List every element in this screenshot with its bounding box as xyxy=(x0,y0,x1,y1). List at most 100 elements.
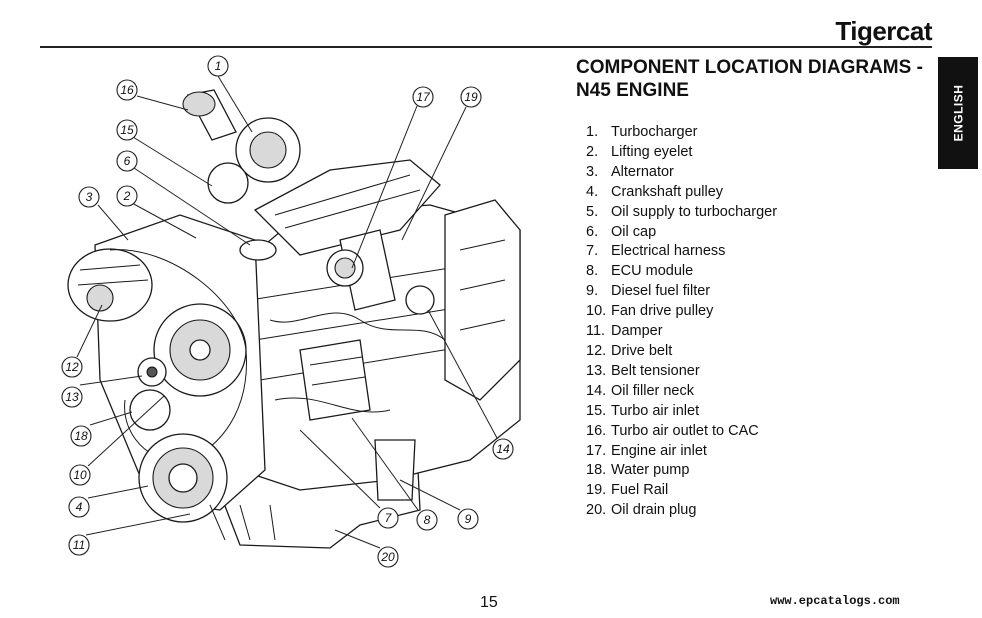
callout-15-number: 15 xyxy=(120,123,134,137)
component-list-item: 18.Water pump xyxy=(586,461,777,481)
callout-14: 14 xyxy=(492,438,514,460)
engine-illustration xyxy=(67,89,521,549)
component-list-item: 16.Turbo air outlet to CAC xyxy=(586,422,777,442)
component-label: Oil filler neck xyxy=(611,382,694,399)
component-label: Fuel Rail xyxy=(611,482,669,499)
callout-7: 7 xyxy=(377,507,399,529)
component-label: Electrical harness xyxy=(611,243,726,260)
callout-11: 11 xyxy=(68,534,90,556)
component-number: 16. xyxy=(586,422,607,439)
component-list-item: 13.Belt tensioner xyxy=(586,362,777,382)
callout-6-number: 6 xyxy=(124,154,131,168)
callout-6: 6 xyxy=(116,150,138,172)
website-link[interactable]: www.epcatalogs.com xyxy=(770,594,900,608)
engine-diagram: 1 16 15 6 2 3 17 19 12 13 18 10 4 11 14 … xyxy=(61,55,521,568)
component-number: 5. xyxy=(586,203,599,220)
component-list-item: 12.Drive belt xyxy=(586,342,777,362)
callout-2-number: 2 xyxy=(123,189,131,203)
callout-8-number: 8 xyxy=(424,513,431,527)
callout-18: 18 xyxy=(70,425,92,447)
callout-18-number: 18 xyxy=(74,429,88,443)
language-tab-label: ENGLISH xyxy=(951,84,965,142)
component-list-item: 9. Diesel fuel filter xyxy=(586,282,777,302)
component-list-item: 11. Damper xyxy=(586,322,777,342)
callout-17: 17 xyxy=(412,86,434,108)
component-list: 1. Turbocharger 2. Lifting eyelet 3. Alternat… xyxy=(586,123,777,521)
callout-4-number: 4 xyxy=(76,500,83,514)
callout-3: 3 xyxy=(78,186,100,208)
component-label: Diesel fuel filter xyxy=(611,283,711,300)
title-line-2: N45 ENGINE xyxy=(576,80,689,101)
component-label: ECU module xyxy=(611,263,694,280)
component-number: 18. xyxy=(586,462,607,479)
component-label: Oil supply to turbocharger xyxy=(611,203,778,220)
component-label: Oil cap xyxy=(611,223,657,240)
callout-12-number: 12 xyxy=(65,360,79,374)
component-list-item: 17.Engine air inlet xyxy=(586,442,777,462)
callout-10-number: 10 xyxy=(73,468,87,482)
callout-1: 1 xyxy=(207,55,229,77)
component-label: Oil drain plug xyxy=(611,502,697,519)
component-label: Drive belt xyxy=(611,342,673,359)
component-number: 14. xyxy=(586,382,607,399)
callout-9-number: 9 xyxy=(465,512,472,526)
callout-16-number: 16 xyxy=(120,83,134,97)
component-label: Engine air inlet xyxy=(611,442,707,459)
component-number: 12. xyxy=(586,342,607,359)
component-list-item: 10.Fan drive pulley xyxy=(586,302,777,322)
callout-8: 8 xyxy=(416,509,438,531)
component-label: Fan drive pulley xyxy=(611,303,714,320)
component-label: Lifting eyelet xyxy=(611,143,693,160)
callout-20-number: 20 xyxy=(380,550,395,564)
callout-11-number: 11 xyxy=(73,538,85,552)
component-number: 20. xyxy=(586,502,607,519)
title-line-1: COMPONENT LOCATION DIAGRAMS - xyxy=(576,57,923,78)
component-number: 1. xyxy=(586,124,599,140)
component-label: Alternator xyxy=(611,163,674,180)
component-label: Turbocharger xyxy=(611,124,698,140)
component-number: 4. xyxy=(586,183,599,200)
component-number: 7. xyxy=(586,243,599,260)
leader-lines xyxy=(76,75,498,549)
callout-13: 13 xyxy=(61,386,83,408)
brand-logo: Tigercat xyxy=(835,16,932,46)
component-list-item: 7. Electrical harness xyxy=(586,242,777,262)
callout-17-number: 17 xyxy=(416,90,431,104)
component-number: 3. xyxy=(586,163,599,180)
callout-markers: 1 16 15 6 2 3 17 19 12 13 18 10 4 11 14 … xyxy=(61,55,514,568)
callout-1-number: 1 xyxy=(215,59,222,73)
component-number: 8. xyxy=(586,263,599,280)
callout-4: 4 xyxy=(68,496,90,518)
component-list-item: 3. Alternator xyxy=(586,163,777,183)
callout-3-number: 3 xyxy=(86,190,93,204)
component-list-item: 5. Oil supply to turbocharger xyxy=(586,203,777,223)
callout-20: 20 xyxy=(377,546,399,568)
component-number: 11. xyxy=(586,323,606,340)
component-number: 6. xyxy=(586,223,599,240)
component-list-item: 19.Fuel Rail xyxy=(586,481,777,501)
callout-14-number: 14 xyxy=(496,442,510,456)
component-number: 9. xyxy=(586,283,599,300)
component-label: Crankshaft pulley xyxy=(611,183,724,200)
component-label: Turbo air inlet xyxy=(611,402,700,419)
callout-9: 9 xyxy=(457,508,479,530)
callout-7-number: 7 xyxy=(385,511,393,525)
component-list-item: 8. ECU module xyxy=(586,262,777,282)
component-label: Damper xyxy=(611,323,663,340)
callout-12: 12 xyxy=(61,356,83,378)
component-list-item: 20.Oil drain plug xyxy=(586,501,777,521)
component-label: Turbo air outlet to CAC xyxy=(611,422,759,439)
component-list-item: 2. Lifting eyelet xyxy=(586,143,777,163)
component-label: Water pump xyxy=(611,462,690,479)
callout-2: 2 xyxy=(116,185,138,207)
component-number: 2. xyxy=(586,143,599,160)
component-list-item: 6. Oil cap xyxy=(586,223,777,243)
component-number: 19. xyxy=(586,482,607,499)
language-tab[interactable]: ENGLISH xyxy=(938,57,978,169)
component-number: 13. xyxy=(586,362,607,379)
component-list-item: 14.Oil filler neck xyxy=(586,382,777,402)
component-list-item: 4. Crankshaft pulley xyxy=(586,183,777,203)
callout-13-number: 13 xyxy=(65,390,79,404)
callout-10: 10 xyxy=(69,464,91,486)
component-label: Belt tensioner xyxy=(611,362,700,379)
